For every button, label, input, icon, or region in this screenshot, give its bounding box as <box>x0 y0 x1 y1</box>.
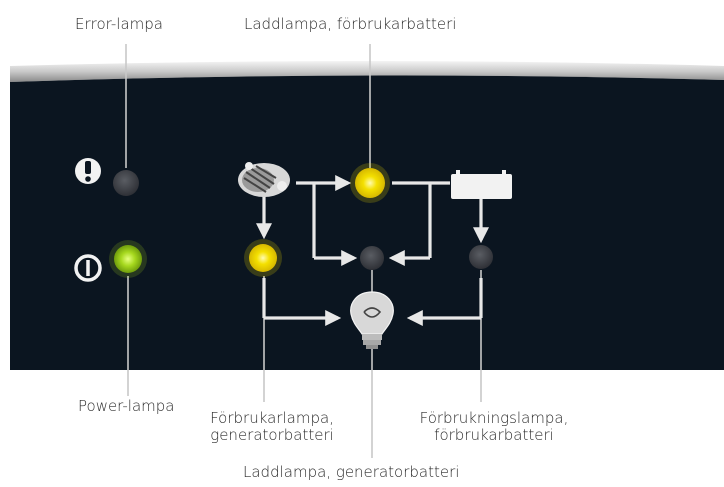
error-lamp <box>113 170 139 196</box>
exclamation-icon <box>75 158 101 184</box>
charge-lamp-consumer-battery <box>350 163 390 203</box>
light-bulb-icon <box>350 291 394 349</box>
battery-icon <box>451 170 512 199</box>
consumption-lamp-label-line2: förbrukarbatteri <box>434 426 554 444</box>
consumer-lamp-generator-battery-label: Förbrukarlampa, generatorbatteri <box>196 410 348 444</box>
consumption-lamp-consumer-battery-label: Förbrukningslampa, förbrukarbatteri <box>408 410 580 444</box>
charge-lamp-generator-battery <box>360 246 384 270</box>
power-lamp <box>109 240 147 278</box>
alternator-icon <box>238 162 290 197</box>
charge-lamp-generator-battery-label: Laddlampa, generatorbatteri <box>243 463 460 481</box>
panel-rim <box>10 61 724 82</box>
charge-lamp-consumer-battery-label: Laddlampa, förbrukarbatteri <box>244 15 457 33</box>
panel-body <box>10 75 724 371</box>
power-lamp-label: Power-lampa <box>78 397 175 415</box>
consumption-lamp-label-line1: Förbrukningslampa, <box>419 409 569 427</box>
consumer-lamp-generator-battery <box>244 239 282 277</box>
consumption-lamp-consumer-battery <box>469 245 493 269</box>
consumer-lamp-label-line1: Förbrukarlampa, <box>210 409 334 427</box>
consumer-lamp-label-line2: generatorbatteri <box>210 426 334 444</box>
power-icon <box>74 254 102 282</box>
flow-lines <box>256 175 489 326</box>
error-lamp-label: Error-lampa <box>75 15 163 33</box>
